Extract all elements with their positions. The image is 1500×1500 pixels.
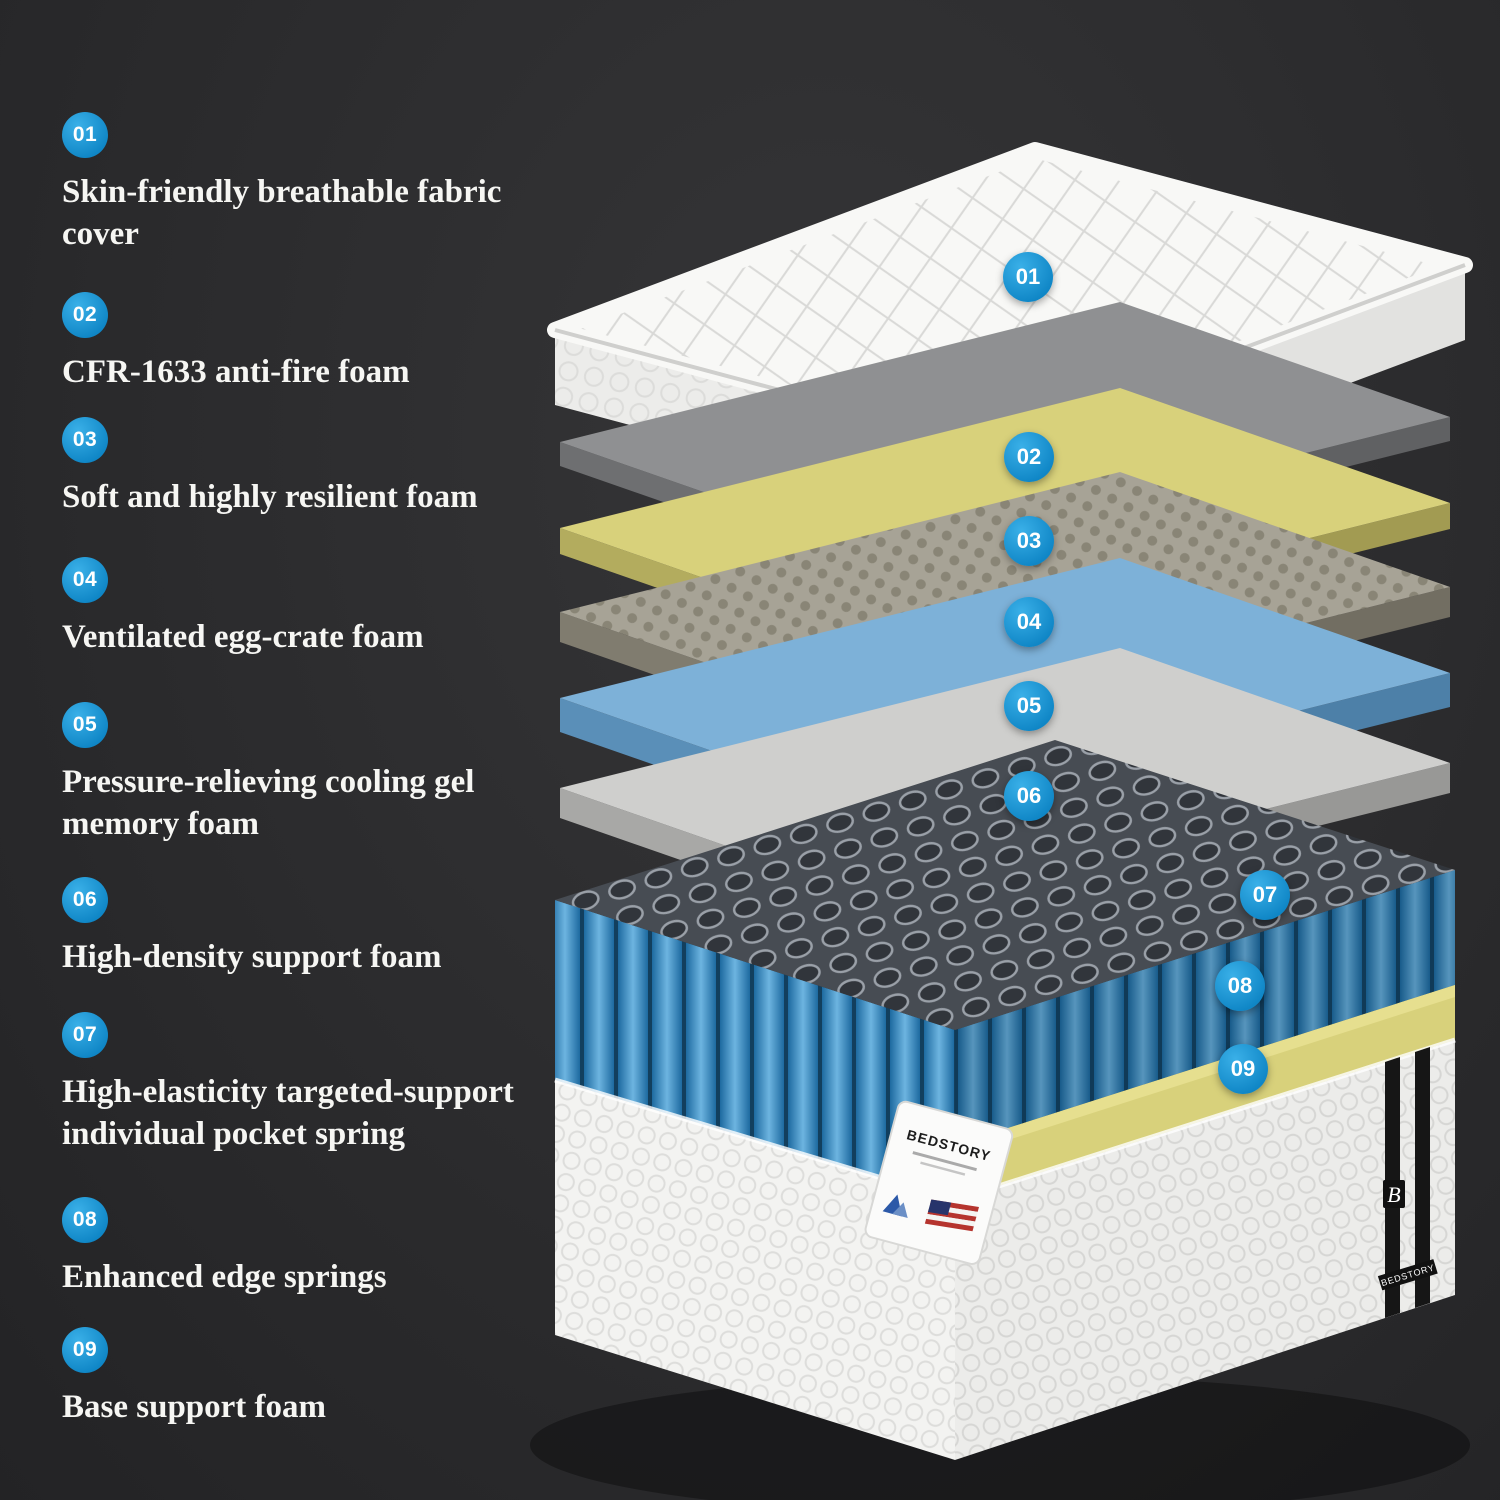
legend-item-02: 02 CFR-1633 anti-fire foam xyxy=(62,292,410,393)
legend-badge-08: 08 xyxy=(62,1197,108,1243)
legend-label-05: Pressure-relieving cooling gel memory fo… xyxy=(62,764,475,843)
basefoam-top-edge xyxy=(955,985,1455,1157)
brand-label-plate: BEDSTORY xyxy=(864,1100,1014,1265)
legend-item-01: 01 Skin-friendly breathable fabric cover xyxy=(62,112,540,255)
legend-badge-03: 03 xyxy=(62,417,108,463)
legend-label-02: CFR-1633 anti-fire foam xyxy=(62,354,410,390)
base-front-right-face xyxy=(955,1040,1455,1460)
ribbon-band-2 xyxy=(1415,1047,1430,1308)
legend-label-08: Enhanced edge springs xyxy=(62,1259,387,1295)
mattress-illustration: BEDSTORY xyxy=(530,142,1473,1500)
legend-badge-07: 07 xyxy=(62,1012,108,1058)
legend-item-08: 08 Enhanced edge springs xyxy=(62,1197,387,1298)
legend-item-04: 04 Ventilated egg-crate foam xyxy=(62,557,424,658)
base-front-left-face xyxy=(555,1080,955,1460)
label-card xyxy=(864,1100,1014,1265)
layer-badge-02: 02 xyxy=(1004,432,1054,482)
springs-front-left xyxy=(555,900,955,1200)
basefoam-face xyxy=(955,985,1455,1200)
legend-item-07: 07 High-elasticity targeted-support indi… xyxy=(62,1012,540,1155)
side-ribbon: B BEDSTORY xyxy=(1377,1047,1438,1318)
legend-badge-01: 01 xyxy=(62,112,108,158)
legend-badge-02: 02 xyxy=(62,292,108,338)
layer-badge-07: 07 xyxy=(1240,870,1290,920)
legend-badge-05: 05 xyxy=(62,702,108,748)
legend-label-09: Base support foam xyxy=(62,1389,327,1425)
layer-badge-03: 03 xyxy=(1004,516,1054,566)
legend-label-07: High-elasticity targeted-support individ… xyxy=(62,1074,514,1153)
flag-canton xyxy=(927,1199,952,1216)
legend-label-03: Soft and highly resilient foam xyxy=(62,479,478,515)
label-tagline-line xyxy=(912,1151,977,1172)
logo-triangle-2 xyxy=(892,1202,908,1219)
legend-item-03: 03 Soft and highly resilient foam xyxy=(62,417,478,518)
springs-top xyxy=(555,740,1455,1030)
mattress-base-box: BEDSTORY xyxy=(554,1037,1456,1460)
monogram-plate xyxy=(1383,1180,1405,1208)
layer-badge-01: 01 xyxy=(1003,252,1053,302)
legend-label-04: Ventilated egg-crate foam xyxy=(62,619,424,655)
legend-label-01: Skin-friendly breathable fabric cover xyxy=(62,174,502,253)
legend-item-09: 09 Base support foam xyxy=(62,1327,326,1428)
brand-monogram-text: B xyxy=(1387,1182,1400,1207)
label-tagline-line2 xyxy=(920,1161,966,1176)
legend-badge-09: 09 xyxy=(62,1327,108,1373)
springs-front-right-shade xyxy=(955,870,1455,1145)
flag-stripe xyxy=(924,1218,974,1232)
legend-badge-06: 06 xyxy=(62,877,108,923)
legend-badge-04: 04 xyxy=(62,557,108,603)
springs-front-right xyxy=(955,870,1455,1145)
ribbon-text-plate xyxy=(1377,1259,1438,1291)
legend-item-06: 06 High-density support foam xyxy=(62,877,442,978)
layer-09-base-foam xyxy=(955,985,1455,1200)
layer-badge-05: 05 xyxy=(1004,681,1054,731)
legend-label-06: High-density support foam xyxy=(62,939,442,975)
layer-badge-08: 08 xyxy=(1215,961,1265,1011)
label-flag xyxy=(924,1199,979,1232)
flag-stripe xyxy=(926,1213,976,1227)
layer-badge-09: 09 xyxy=(1218,1044,1268,1094)
layer-badge-06: 06 xyxy=(1004,771,1054,821)
layer-badge-04: 04 xyxy=(1004,597,1054,647)
legend-item-05: 05 Pressure-relieving cooling gel memory… xyxy=(62,702,540,845)
layer-07-pocket-springs xyxy=(555,740,1455,1200)
label-logo-mark xyxy=(882,1194,908,1219)
